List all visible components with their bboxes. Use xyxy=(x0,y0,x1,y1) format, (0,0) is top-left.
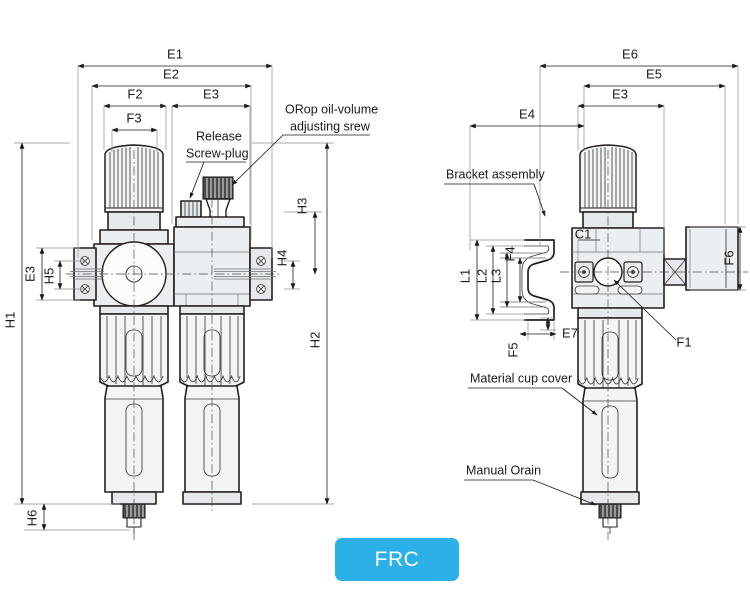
front-centerlines xyxy=(66,150,280,540)
dimension-label-H1: H1 xyxy=(2,312,17,329)
front-callouts: Release Screw-plug ORop oil-volume adjus… xyxy=(186,102,378,199)
dimension-H6: H6 xyxy=(24,503,47,531)
dimension-H2: H2 xyxy=(307,142,330,505)
dimension-label-H6: H6 xyxy=(24,510,39,527)
dimension-F4: F4 xyxy=(502,246,523,303)
dimension-E6: E6 xyxy=(539,46,739,69)
dimension-label-E7: E7 xyxy=(562,325,578,340)
callout-oil-line1: ORop oil-volume xyxy=(285,102,378,116)
dimension-label-E6: E6 xyxy=(622,46,638,61)
dimension-label-E5: E5 xyxy=(646,66,662,81)
frc-badge-label: FRC xyxy=(374,547,420,571)
side-callouts: Bracket assembly Material cup cover Manu… xyxy=(444,167,598,506)
dimension-H4: H4 xyxy=(274,250,296,290)
dimension-E7: E7 xyxy=(519,322,578,340)
dimension-C1: C1 xyxy=(575,226,600,262)
side-horizontal-dimensions: E6 E5 E3 E4 xyxy=(469,46,739,340)
dimension-label-L1: L1 xyxy=(457,269,472,283)
dimension-label-C1: C1 xyxy=(575,226,592,241)
side-vertical-dimensions: L1 L2 L3 F4 F5 xyxy=(457,226,746,358)
dimension-E2: E2 xyxy=(91,66,252,89)
manual-drain-side xyxy=(598,503,622,534)
callout-manual-drain-text: Manual Orain xyxy=(466,463,541,477)
callout-bracket-assembly: Bracket assembly xyxy=(444,167,546,217)
lubricator-unit xyxy=(173,176,276,505)
callout-manual-drain: Manual Orain xyxy=(464,463,597,506)
front-vertical-dimensions: H1 H2 H3 H4 H5 xyxy=(2,142,334,531)
front-elevation-group: E1 E2 F2 E3 F3 xyxy=(2,46,378,540)
dimension-H1: H1 xyxy=(2,142,25,505)
dimension-label-H4: H4 xyxy=(274,250,289,267)
callout-oil-line2: adjusting srew xyxy=(290,119,371,133)
dimension-label-L3: L3 xyxy=(488,269,503,283)
dimension-label-L2: L2 xyxy=(474,269,489,283)
adjusting-knob xyxy=(104,144,164,213)
dimension-label-H2: H2 xyxy=(307,332,322,349)
callout-release-line2: Screw-plug xyxy=(186,146,249,160)
dimension-F1: F1 xyxy=(613,279,692,349)
callout-bracket-text: Bracket assembly xyxy=(446,167,545,181)
dimension-F2: F2 xyxy=(103,86,167,109)
frc-badge[interactable]: FRC xyxy=(335,538,459,581)
dimension-E3-vertical: E3 xyxy=(22,247,45,301)
callout-release-screw-plug: Release Screw-plug xyxy=(186,129,249,199)
dimension-H3: H3 xyxy=(294,198,318,275)
side-elevation-group: E6 E5 E3 E4 xyxy=(444,46,748,540)
dimension-F5: F5 xyxy=(505,317,551,358)
dimension-L3: L3 xyxy=(488,252,510,308)
pressure-gauge xyxy=(663,226,739,291)
side-fixing-screws xyxy=(574,261,643,295)
front-horizontal-dimensions: E1 E2 F2 E3 F3 xyxy=(77,46,273,258)
dimension-E4: E4 xyxy=(469,106,585,129)
dimension-label-E3-side: E3 xyxy=(612,86,628,101)
callout-material-cup-cover: Material cup cover xyxy=(468,371,598,416)
dimension-label-E3-vertical: E3 xyxy=(22,266,37,282)
callout-release-line1: Release xyxy=(196,129,242,143)
dimension-label-E3-top: E3 xyxy=(203,86,219,101)
release-screw-plug xyxy=(180,200,202,218)
dimension-label-H5: H5 xyxy=(41,268,56,285)
dimension-E5: E5 xyxy=(583,66,726,89)
callout-material-cup-text: Material cup cover xyxy=(470,371,572,385)
dimension-label-E1: E1 xyxy=(167,46,183,61)
dimension-L2: L2 xyxy=(474,245,496,315)
dimension-label-E4: E4 xyxy=(519,106,535,121)
dimension-L1: L1 xyxy=(457,239,480,321)
dimension-label-F6: F6 xyxy=(721,250,736,265)
dimension-label-F4: F4 xyxy=(502,246,517,261)
regulator-unit xyxy=(70,144,175,534)
dimension-H5: H5 xyxy=(41,260,63,290)
dimension-label-F5: F5 xyxy=(505,342,520,357)
dimension-F6: F6 xyxy=(721,226,743,291)
side-centerlines xyxy=(560,150,748,540)
dimension-E3-top: E3 xyxy=(171,86,251,109)
side-adjusting-knob xyxy=(579,144,637,213)
dimension-E3-side: E3 xyxy=(577,86,665,109)
dimension-label-F3: F3 xyxy=(126,110,141,125)
dimension-F3: F3 xyxy=(111,110,158,133)
dimension-label-F2: F2 xyxy=(127,86,142,101)
dimension-label-F1: F1 xyxy=(676,334,691,349)
callout-oil-volume-adjusting-screw: ORop oil-volume adjusting srew xyxy=(231,102,378,186)
dimension-label-H3: H3 xyxy=(294,198,309,215)
dimension-E1: E1 xyxy=(77,46,273,69)
dimension-label-E2: E2 xyxy=(163,66,179,81)
